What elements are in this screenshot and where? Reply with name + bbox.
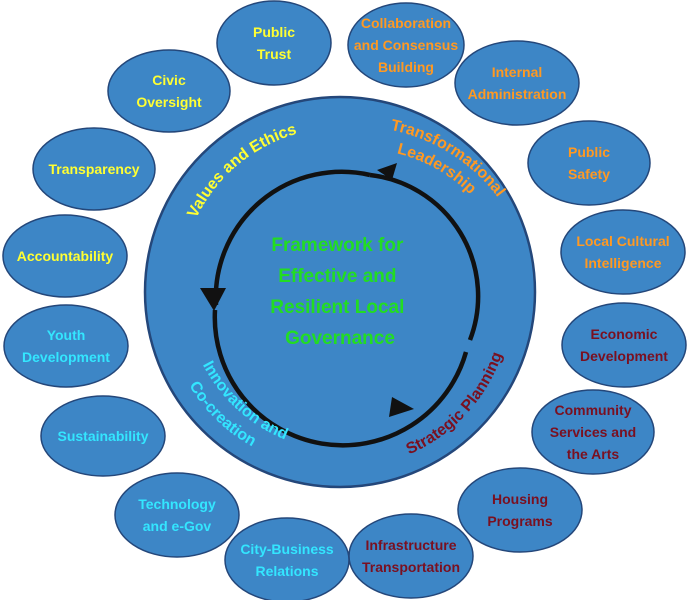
- cycle-arrow-right: [369, 172, 481, 341]
- node-transparency: Transparency: [32, 127, 156, 211]
- node-ellipse: [2, 214, 128, 298]
- arrowhead-bottom: [389, 397, 414, 417]
- node-accountability: Accountability: [2, 214, 128, 298]
- node-label-line: Public: [568, 144, 610, 160]
- node-label-line: Sustainability: [57, 428, 148, 444]
- node-label-line: Relations: [255, 563, 318, 579]
- node-label-line: Development: [580, 348, 668, 364]
- node-technology: Technology and e-Gov: [114, 472, 240, 558]
- node-label-line: Transparency: [48, 161, 139, 177]
- node-label-line: Accountability: [17, 248, 114, 264]
- center-title-line: Framework for: [271, 235, 404, 256]
- cycle-arrow-left: [213, 169, 371, 306]
- node-ellipse: [3, 304, 129, 388]
- node-sustainability: Sustainability: [40, 395, 166, 477]
- node-label-line: Civic: [152, 72, 186, 88]
- node-label-line: Infrastructure: [365, 537, 456, 553]
- node-label-line: Building: [378, 59, 434, 75]
- node-label-line: City-Business: [240, 541, 334, 557]
- cycle-arrow-bottom: [212, 309, 469, 448]
- node-ellipse: [32, 127, 156, 211]
- node-ellipse: [457, 467, 583, 553]
- node-ellipse: [224, 517, 350, 600]
- node-label-line: Safety: [568, 166, 610, 182]
- node-label: Sustainability: [57, 428, 148, 444]
- arrowhead-left: [200, 288, 226, 311]
- node-ellipse: [216, 0, 332, 86]
- node-label-line: Services and: [550, 424, 636, 440]
- center-title: Framework for Effective and Resilient Lo…: [270, 235, 409, 349]
- node-label-line: Transportation: [362, 559, 460, 575]
- node-label-line: Housing: [492, 491, 548, 507]
- node-label-line: Internal: [492, 64, 543, 80]
- central-circle: [143, 95, 537, 489]
- node-ellipse: [347, 2, 465, 88]
- node-label-line: Programs: [487, 513, 553, 529]
- node-label-line: Technology: [138, 496, 216, 512]
- node-label-line: Trust: [257, 46, 292, 62]
- node-ellipse: [40, 395, 166, 477]
- node-ellipse: [560, 209, 686, 295]
- node-label-line: and Consensus: [354, 37, 458, 53]
- arrowhead-top: [377, 163, 397, 180]
- center-title-line: Governance: [285, 328, 395, 349]
- node-label: Transparency: [48, 161, 139, 177]
- node-label: Accountability: [17, 248, 114, 264]
- node-ellipse: [531, 389, 655, 475]
- node-label-line: Intelligence: [584, 255, 661, 271]
- node-ellipse: [561, 302, 687, 388]
- node-label-line: the Arts: [567, 446, 620, 462]
- node-label-line: and e-Gov: [143, 518, 212, 534]
- node-label-line: Development: [22, 349, 110, 365]
- node-label-line: Community: [555, 402, 632, 418]
- node-label-line: Local Cultural: [576, 233, 669, 249]
- node-ellipse: [114, 472, 240, 558]
- node-label-line: Collaboration: [361, 15, 451, 31]
- node-label-line: Administration: [468, 86, 567, 102]
- center-title-line: Resilient Local: [270, 297, 404, 318]
- node-label-line: Oversight: [136, 94, 202, 110]
- node-ellipse: [454, 40, 580, 126]
- node-ellipse: [527, 120, 651, 206]
- node-ellipse: [107, 49, 231, 133]
- node-label: Technology and e-Gov: [138, 496, 216, 534]
- cycle-arrows: [200, 163, 481, 448]
- node-label-line: Public: [253, 24, 295, 40]
- node-label-line: Economic: [591, 326, 658, 342]
- node-label-line: Youth: [47, 327, 86, 343]
- node-ellipse: [348, 513, 474, 599]
- center-title-line: Effective and: [278, 266, 396, 287]
